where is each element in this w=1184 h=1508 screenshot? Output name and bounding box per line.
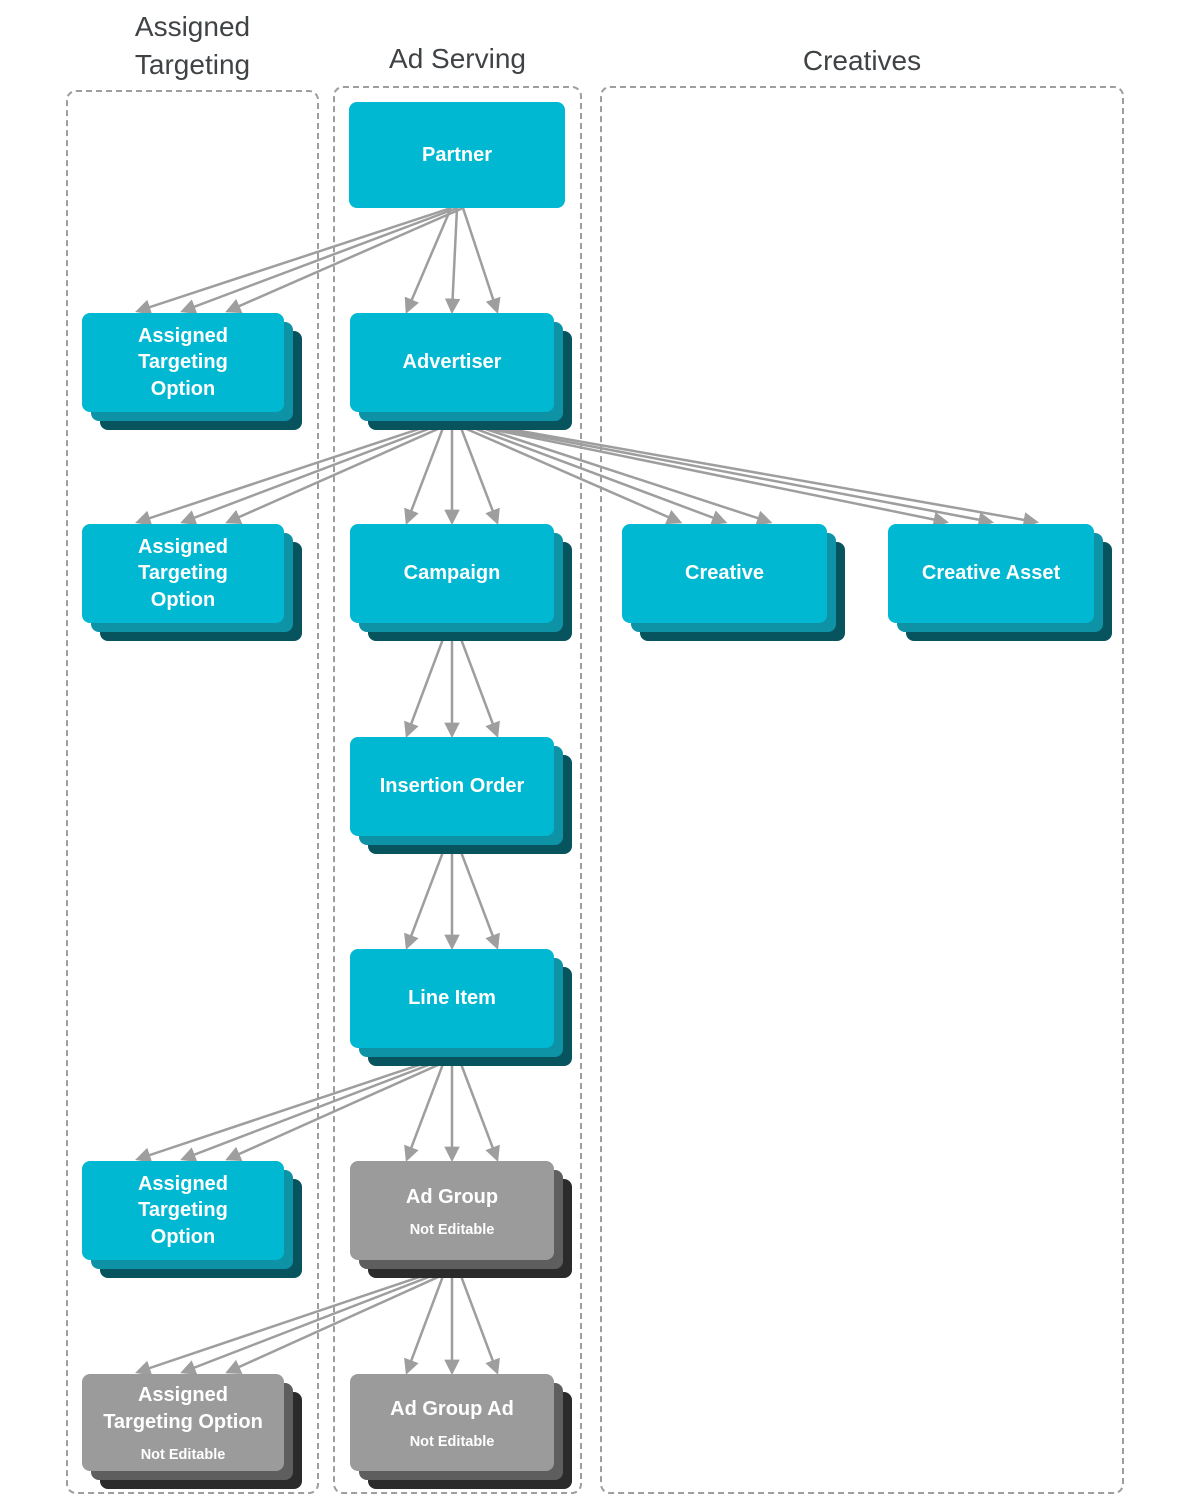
arrow-insertion-order-to-line-item: [456, 843, 500, 950]
arrow-ad-group-to-ad-group-ad: [456, 1267, 500, 1375]
arrow-ad-group-to-ad-group-ad: [404, 1267, 448, 1375]
arrow-advertiser-to-creative-asset: [451, 418, 995, 528]
card-face: Advertiser: [350, 313, 554, 412]
arrow-advertiser-to-ato-advertiser: [180, 418, 453, 525]
column-ad-serving: [333, 86, 582, 1494]
node-label: Creative: [685, 562, 764, 585]
arrow-line-item-to-ad-group: [404, 1055, 448, 1162]
node-insertion-order: Insertion Order: [350, 737, 572, 854]
node-label: Assigned Targeting Option: [137, 1172, 229, 1248]
node-label: Ad Group: [405, 1185, 499, 1208]
arrow-line-item-to-ato-line-item: [180, 1054, 453, 1162]
arrow-advertiser-to-creative-asset: [457, 418, 1040, 528]
arrow-campaign-to-insertion-order: [456, 630, 500, 738]
node-label: Line Item: [408, 987, 496, 1010]
node-label: Creative Asset: [921, 562, 1061, 585]
arrow-advertiser-to-creative-asset: [445, 418, 950, 528]
card-face: Line Item: [350, 949, 554, 1048]
node-line-item: Line Item: [350, 949, 572, 1066]
card-face: Creative: [622, 524, 827, 623]
arrow-line-item-to-ad-group: [456, 1055, 500, 1162]
card-face: Assigned Targeting Option: [82, 1161, 284, 1260]
arrow-advertiser-to-ato-advertiser: [225, 418, 459, 525]
arrow-ad-group-to-ato-ad-group: [225, 1266, 459, 1374]
arrow-partner-to-ato-partner: [225, 206, 464, 314]
node-creative-asset: Creative Asset: [888, 524, 1112, 641]
card-face: Campaign: [350, 524, 554, 623]
node-sublabel: Not Editable: [409, 1221, 495, 1238]
card-face: Ad Group Ad Not Editable: [350, 1374, 554, 1471]
column-assigned-targeting: [66, 90, 319, 1494]
arrow-advertiser-to-creative: [451, 418, 728, 525]
card-face: Assigned Targeting Option: [82, 524, 284, 623]
node-partner: Partner: [349, 102, 565, 208]
arrow-ad-group-to-ato-ad-group: [180, 1266, 453, 1375]
card-face: Insertion Order: [350, 737, 554, 836]
node-ato-line-item: Assigned Targeting Option: [82, 1161, 302, 1278]
card-face: Assigned Targeting Option: [82, 313, 284, 412]
node-ad-group-ad: Ad Group Ad Not Editable: [350, 1374, 572, 1489]
arrow-line-item-to-ato-line-item: [225, 1054, 459, 1162]
arrow-partner-to-ato-partner: [180, 206, 458, 314]
column-creatives: [600, 86, 1124, 1494]
node-label: Insertion Order: [379, 775, 525, 798]
arrow-advertiser-to-campaign: [456, 419, 500, 525]
node-ato-advertiser: Assigned Targeting Option: [82, 524, 302, 641]
node-sublabel: Not Editable: [140, 1447, 226, 1464]
arrow-ad-group-to-ato-ad-group: [135, 1266, 447, 1376]
node-label: Assigned Targeting Option: [137, 535, 229, 611]
node-label: Assigned Targeting Option: [103, 1384, 263, 1433]
arrow-line-item-to-ato-line-item: [135, 1054, 447, 1163]
arrow-partner-to-advertiser: [461, 207, 501, 314]
arrow-insertion-order-to-line-item: [404, 843, 448, 950]
node-label: Ad Group Ad: [390, 1397, 514, 1420]
column-header-creatives: Creatives: [802, 45, 922, 76]
node-creative: Creative: [622, 524, 845, 641]
arrow-advertiser-to-creative: [445, 418, 683, 525]
node-sublabel: Not Editable: [409, 1433, 495, 1450]
arrow-advertiser-to-ato-advertiser: [135, 418, 447, 526]
arrow-advertiser-to-campaign: [404, 419, 448, 525]
node-campaign: Campaign: [350, 524, 572, 641]
node-label: Assigned Targeting Option: [137, 324, 229, 400]
arrow-partner-to-ato-partner: [135, 206, 452, 315]
card-face: Partner: [349, 102, 565, 208]
column-header-assigned-targeting: Assigned Targeting: [134, 11, 251, 80]
arrow-partner-to-advertiser: [444, 207, 461, 315]
arrow-campaign-to-insertion-order: [404, 630, 448, 738]
node-advertiser: Advertiser: [350, 313, 572, 430]
node-label: Campaign: [403, 562, 501, 585]
node-label: Partner: [421, 143, 493, 166]
card-face: Creative Asset: [888, 524, 1094, 623]
column-header-ad-serving: Ad Serving: [389, 43, 526, 74]
arrow-advertiser-to-creative: [457, 418, 773, 526]
node-ato-partner: Assigned Targeting Option: [82, 313, 302, 430]
arrow-partner-to-advertiser: [404, 207, 453, 314]
node-label: Advertiser: [402, 351, 502, 374]
